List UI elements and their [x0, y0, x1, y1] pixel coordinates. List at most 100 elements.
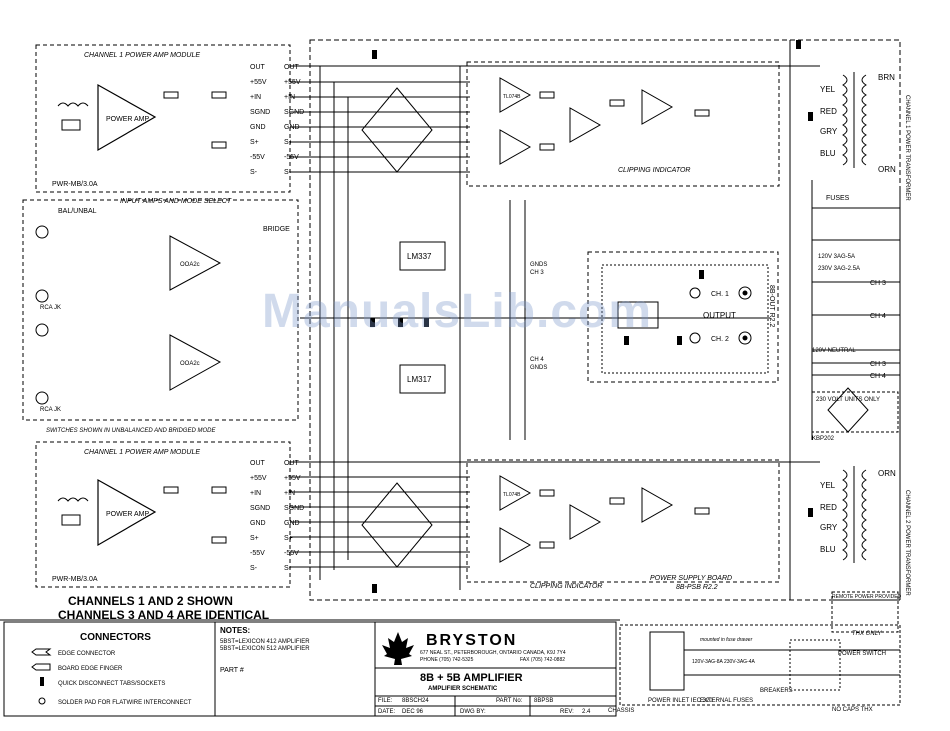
company-phone: PHONE (705) 742-5325 [420, 657, 474, 663]
bb-out-label: 8B-OUT R2.2 [768, 285, 775, 327]
channels-note-1: CHANNELS 1 AND 2 SHOWN [68, 594, 233, 608]
ch2-module-label: CHANNEL 1 POWER AMP MODULE [84, 449, 200, 456]
pwr-mb-1: PWR-MB/3.0A [52, 181, 98, 188]
opamp-label: OOA2c [180, 361, 200, 367]
ch-tag: CH 3 [870, 280, 886, 287]
part-label: PART # [220, 667, 244, 674]
bal-unbal-label: BAL/UNBAL [58, 208, 97, 215]
pin-label: S+ [250, 535, 259, 542]
fuses-label: FUSES [826, 195, 850, 202]
transformer-name-2: CHANNEL 2 POWER TRANSFORMER [904, 490, 910, 596]
ch1-module-box [35, 44, 291, 193]
pin-label: OUT [284, 460, 300, 467]
clipping-indicator-1: CLIPPING INDICATOR [618, 167, 690, 174]
wire-color: GRY [820, 523, 838, 532]
gnds-label: GNDS [530, 365, 547, 371]
channels-note-2: CHANNELS 3 AND 4 ARE IDENTICAL [58, 608, 269, 622]
pin-label: S+ [284, 139, 293, 146]
file-label: FILE: [378, 698, 393, 704]
pin-label: +IN [284, 490, 295, 497]
pin-label: SGND [284, 505, 304, 512]
pin-label: +IN [284, 94, 295, 101]
pin-label: SGND [250, 109, 270, 116]
pin-label: OUT [250, 64, 266, 71]
pin-label: SGND [284, 109, 304, 116]
bridge-label: BRIDGE [263, 226, 290, 233]
ch2-module-box [35, 441, 291, 588]
company-address: 677 NEAL ST., PETERBOROUGH, ONTARIO CANA… [420, 650, 566, 656]
pin-label: S- [284, 565, 292, 572]
rev-label: REV: [560, 709, 574, 715]
psb-label: 8B-PSB R2.2 [676, 584, 718, 591]
maple-leaf-logo [382, 632, 414, 665]
company-fax: FAX (705) 742-0882 [520, 657, 565, 663]
date-label: DATE: [378, 709, 396, 715]
230-volt-label: 230 VOLT UNITS ONLY [816, 397, 880, 403]
fuse-spec-label: 120V-3AG-8A 230V-3AG-4A [692, 659, 755, 665]
clipping-indicator-2: CLIPPING INDICATOR [530, 583, 602, 590]
wire-color: BRN [878, 73, 895, 82]
pin-label: GND [250, 520, 266, 527]
rev-value: 2.4 [582, 709, 591, 715]
ch1-output: CH. 1 [711, 291, 729, 298]
wire-color: RED [820, 107, 837, 116]
wire-color: RED [820, 503, 837, 512]
ch2-output: CH. 2 [711, 336, 729, 343]
legend-board-edge: BOARD EDGE FINGER [58, 666, 123, 672]
pin-label: +IN [250, 490, 261, 497]
ch1-module-label: CHANNEL 1 POWER AMP MODULE [84, 52, 200, 59]
title-block-title: 8B + 5B AMPLIFIER [420, 672, 523, 684]
pin-label: -55V [250, 154, 265, 161]
output-label: OUTPUT [703, 311, 736, 320]
ch4-label: CH 4 [530, 357, 544, 363]
external-fuses-label: EXTERNAL FUSES [700, 698, 753, 704]
pin-label: -55V [284, 154, 299, 161]
pin-label: S+ [250, 139, 259, 146]
remote-label: REMOTE POWER PROVIDED [832, 594, 902, 600]
dwg-by-label: DWG BY: [460, 709, 486, 715]
notes-line: 5BST=LEXICON 412 AMPLIFIER [220, 639, 310, 645]
pin-label: +55V [284, 79, 301, 86]
title-block-subtitle: AMPLIFIER SCHEMATIC [428, 686, 498, 692]
pin-label: +55V [250, 475, 267, 482]
power-switch-label: POWER SWITCH [838, 651, 886, 657]
power-inlet-label: POWER INLET IEC 320 [648, 698, 713, 704]
pin-label: GND [284, 124, 300, 131]
pin-label: S+ [284, 535, 293, 542]
power-supply-board-label: POWER SUPPLY BOARD [650, 575, 732, 582]
legend-quick-disconnect: QUICK DISCONNECT TABS/SOCKETS [58, 681, 165, 687]
part-no-value: 8BPSB [534, 698, 553, 704]
legend-solder-pad: SOLDER PAD FOR FLATWIRE INTERCONNECT [58, 700, 192, 706]
thx-only-label: THX ONLY [852, 631, 882, 637]
connectors-title: CONNECTORS [80, 632, 151, 643]
fuse-rating-120: 120V 3AG-5A [818, 254, 855, 260]
tl074-label: TL074B [503, 492, 521, 498]
neutral-label: 120V NEUTRAL [812, 348, 856, 354]
pwr-mb-2: PWR-MB/3.0A [52, 576, 98, 583]
pin-label: OUT [284, 64, 300, 71]
wire-color: YEL [820, 85, 836, 94]
pin-label: +IN [250, 94, 261, 101]
wire-color: BLU [820, 149, 836, 158]
input-amps-box [22, 199, 299, 421]
rca-jk-label: RCA JK [40, 407, 61, 413]
wire-color: ORN [878, 469, 896, 478]
notes-title: NOTES: [220, 626, 250, 635]
pin-label: S- [250, 169, 258, 176]
part-no-label: PART No: [496, 698, 523, 704]
fuse-rating-230: 230V 3AG-2.5A [818, 266, 860, 272]
gnds-label: GNDS [530, 262, 547, 268]
input-amps-label: INPUT AMPS AND MODE SELECT [120, 198, 232, 205]
legend-edge-connector: EDGE CONNECTOR [58, 651, 116, 657]
pin-label: -55V [284, 550, 299, 557]
kbp-label: KBP202 [812, 436, 835, 442]
pin-label: +55V [250, 79, 267, 86]
wire-color: GRY [820, 127, 838, 136]
wire-color: ORN [878, 165, 896, 174]
pin-label: GND [284, 520, 300, 527]
wire-color: YEL [820, 481, 836, 490]
power-amp-label-2: POWER AMP [106, 511, 150, 518]
company-name: BRYSTON [426, 632, 517, 649]
pin-label: S- [284, 169, 292, 176]
